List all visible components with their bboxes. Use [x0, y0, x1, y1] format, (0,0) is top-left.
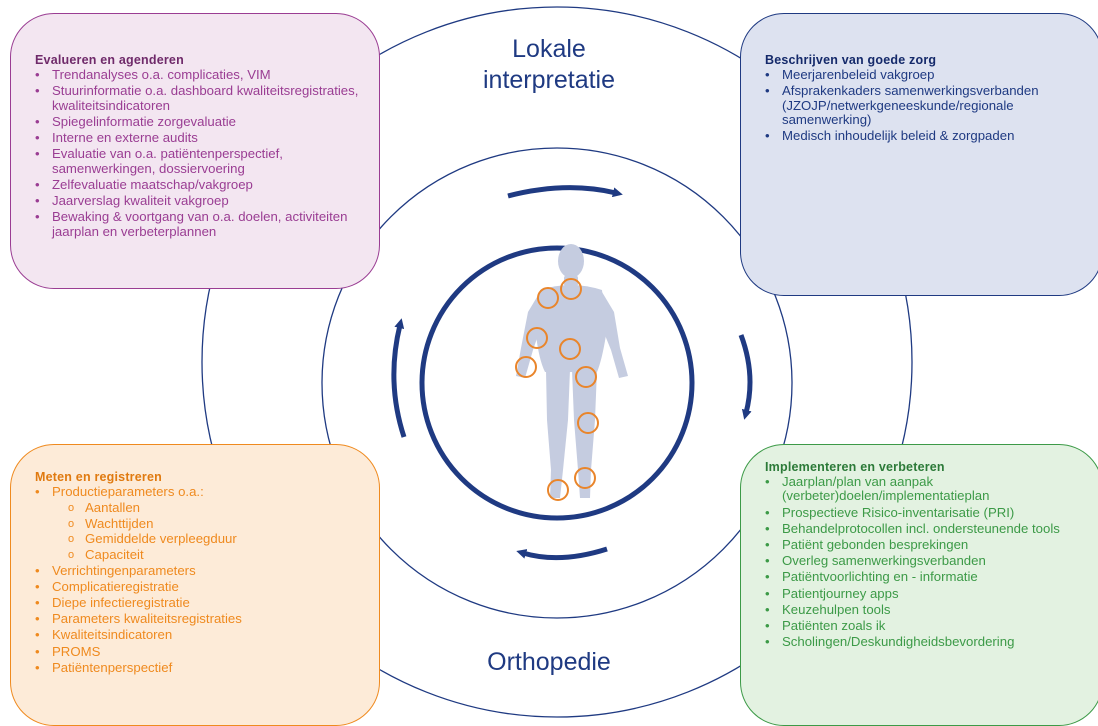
top-title: Lokale interpretatie — [482, 35, 616, 94]
bottom-title: Orthopedie — [487, 648, 611, 676]
list-item: Keuzehulpen tools — [765, 602, 1092, 618]
list-item: PROMS — [35, 644, 369, 660]
list-item: Scholingen/Deskundigheidsbevordering — [765, 634, 1092, 650]
list-item: Productieparameters o.a.: — [35, 484, 369, 500]
outer-circle — [201, 6, 913, 718]
list-item: Bewaking & voortgang van o.a. doelen, ac… — [35, 210, 369, 239]
evaluate-title: Evalueren en agenderen — [35, 53, 184, 67]
list-item: Meerjarenbeleid vakgroep — [765, 67, 1092, 83]
curved-arrow-icon — [391, 318, 407, 438]
list-item: Kwaliteitsindicatoren — [35, 627, 369, 643]
joint-marker-icon — [574, 467, 596, 489]
implement-title: Implementeren en verbeteren — [765, 460, 945, 474]
list-item: Patiëntvoorlichting en - informatie — [765, 570, 1092, 586]
cycle-arrows — [391, 185, 753, 561]
implement-list: Jaarplan/plan van aanpak (verbeter)doele… — [765, 474, 1092, 650]
list-item: Parameters kwaliteitsregistraties — [35, 611, 369, 627]
list-item: Zelfevaluatie maatschap/vakgroep — [35, 177, 369, 193]
list-subitem: Aantallen — [35, 500, 369, 516]
list-item: Spiegelinformatie zorgevaluatie — [35, 114, 369, 130]
list-item: Interne en externe audits — [35, 130, 369, 146]
list-item: Evaluatie van o.a. patiëntenperspectief,… — [35, 147, 369, 176]
evaluate-box: Evalueren en agenderen Trendanalyses o.a… — [10, 13, 380, 289]
joint-marker-icon — [559, 338, 581, 360]
list-item: Jaarplan/plan van aanpak (verbeter)doele… — [765, 474, 1092, 504]
measure-list: Productieparameters o.a.: Aantallen Wach… — [35, 484, 369, 676]
list-item: Patientjourney apps — [765, 586, 1092, 602]
list-subitem: Wachttijden — [35, 516, 369, 532]
list-item: Patiënten zoals ik — [765, 618, 1092, 634]
joint-marker-icon — [547, 479, 569, 501]
joint-marker-icon — [537, 287, 559, 309]
joint-marker-icon — [577, 412, 599, 434]
list-item: Diepe infectieregistratie — [35, 595, 369, 611]
describe-list: Meerjarenbeleid vakgroep Afsprakenkaders… — [765, 67, 1092, 144]
list-item: Behandelprotocollen incl. ondersteunende… — [765, 521, 1092, 537]
curved-arrow-icon — [516, 546, 608, 561]
list-item: Trendanalyses o.a. complicaties, VIM — [35, 67, 369, 83]
describe-box: Beschrijven van goede zorg Meerjarenbele… — [740, 13, 1098, 296]
list-subitem: Gemiddelde verpleegduur — [35, 531, 369, 547]
joint-marker-icon — [515, 356, 537, 378]
joint-markers — [515, 278, 599, 501]
list-item: Afsprakenkaders samenwerkingsverbanden (… — [765, 83, 1092, 127]
describe-title: Beschrijven van goede zorg — [765, 53, 937, 67]
list-item: Verrichtingenparameters — [35, 563, 369, 579]
list-item: Patiënt gebonden besprekingen — [765, 537, 1092, 553]
list-item: Overleg samenwerkingsverbanden — [765, 553, 1092, 569]
joint-marker-icon — [575, 366, 597, 388]
middle-circle — [321, 147, 793, 619]
measure-title: Meten en registreren — [35, 470, 162, 484]
joint-marker-icon — [560, 278, 582, 300]
curved-arrow-icon — [738, 334, 753, 420]
evaluate-list: Trendanalyses o.a. complicaties, VIM Stu… — [35, 67, 369, 239]
implement-box: Implementeren en verbeteren Jaarplan/pla… — [740, 444, 1098, 726]
curved-arrow-icon — [507, 185, 623, 199]
list-subitem: Capaciteit — [35, 547, 369, 563]
list-item: Stuurinformatie o.a. dashboard kwaliteit… — [35, 84, 369, 113]
list-item: Medisch inhoudelijk beleid & zorgpaden — [765, 128, 1092, 144]
joint-marker-icon — [526, 327, 548, 349]
list-item: Prospectieve Risico-inventarisatie (PRI) — [765, 505, 1092, 521]
list-item: Jaarverslag kwaliteit vakgroep — [35, 193, 369, 209]
list-item: Patiëntenperspectief — [35, 660, 369, 676]
list-item: Complicatieregistratie — [35, 579, 369, 595]
measure-box: Meten en registreren Productieparameters… — [10, 444, 380, 726]
